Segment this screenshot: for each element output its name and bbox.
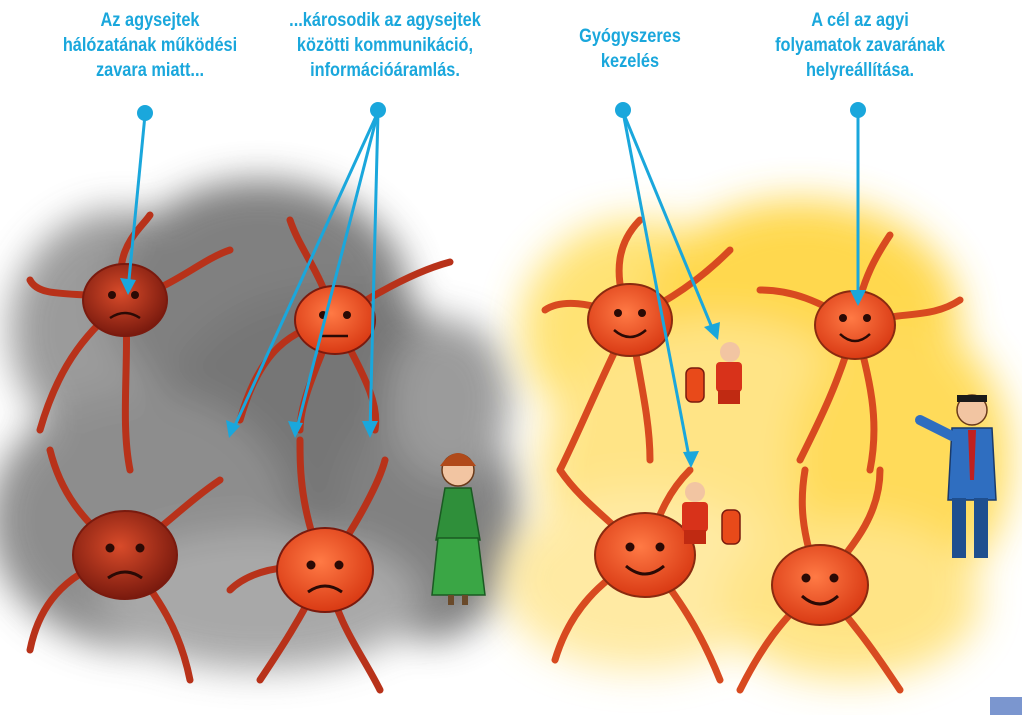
page-corner-marker xyxy=(990,697,1022,715)
callout-dot xyxy=(615,102,631,118)
neuron-cell-sad-1 xyxy=(73,511,177,599)
callout-dot xyxy=(850,102,866,118)
callout-dots xyxy=(137,102,866,121)
neuron-cell-happy-3 xyxy=(595,513,695,597)
neuron-cell-worried-2 xyxy=(295,286,375,354)
smoke-cloud xyxy=(0,180,520,670)
callout-dot xyxy=(137,105,153,121)
callout-dot xyxy=(370,102,386,118)
neuron-cell-happy-4 xyxy=(772,545,868,625)
neuron-cell-worried-1 xyxy=(83,264,167,336)
neuron-cell-happy-2 xyxy=(815,291,895,359)
neuron-cell-sad-2 xyxy=(277,528,373,612)
